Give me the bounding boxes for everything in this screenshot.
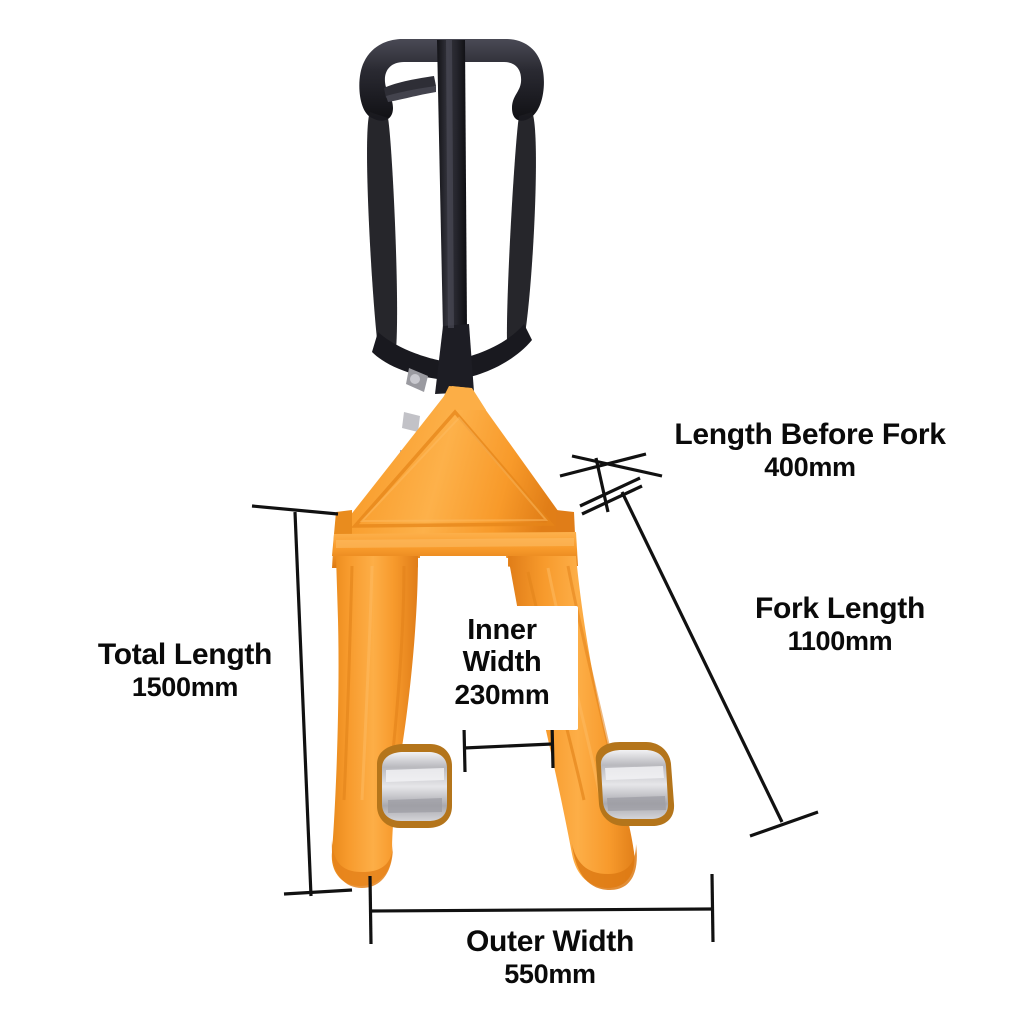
total-length-cap-top (251, 504, 339, 516)
dimension-line-length-before-fork (559, 452, 647, 516)
truck-body (332, 386, 578, 568)
tiller-shaft (400, 40, 474, 524)
fork-length-cap-top (571, 454, 663, 478)
body-triangle (336, 386, 572, 556)
label-outer-width: Outer Width 550mm (380, 925, 720, 989)
truck-graphic (331, 39, 675, 890)
inner-width-value: 230mm (454, 678, 550, 710)
fork-left-tip-shadow (331, 840, 394, 888)
pivot-bolt-head (410, 374, 420, 384)
shaft-collar (435, 324, 474, 394)
inner-width-label-backing (428, 606, 578, 730)
tiller-left-lower-bar (372, 332, 452, 380)
inner-width-cap-left (462, 725, 467, 773)
fork-length-line (620, 491, 784, 823)
tiller-left-arm (367, 112, 398, 360)
shaft-highlight (446, 40, 454, 328)
dimension-line-fork-length (571, 454, 819, 838)
label-length-before-fork: Length Before Fork 400mm (640, 418, 980, 482)
fork-length-value: 1100mm (787, 625, 893, 656)
dimension-line-outer-width (368, 873, 715, 945)
fork-left-body (331, 556, 418, 886)
outer-width-name: Outer Width (465, 925, 635, 958)
fork-left-rib-2 (360, 565, 374, 801)
total-length-value: 1500mm (131, 671, 239, 702)
fork-right-roller-shine (605, 766, 664, 780)
label-fork-length: Fork Length 1100mm (690, 592, 990, 656)
length-before-fork-cap-bottom-a (581, 484, 643, 516)
inner-width-line (463, 742, 553, 750)
control-lever-highlight (386, 86, 436, 102)
length-before-fork-cap-bottom-b (579, 476, 641, 508)
total-length-line (293, 511, 313, 897)
length-before-fork-cap-top (559, 452, 647, 478)
fork-length-cap-bottom (749, 810, 819, 838)
body-engraved-triangle (351, 409, 555, 528)
body-apex-cap (437, 386, 486, 410)
tiller-handle (359, 39, 544, 380)
fork-left-roller-shadow (388, 798, 442, 813)
fork-length-name: Fork Length (754, 592, 926, 625)
fork-left-rib-1 (342, 565, 354, 801)
outer-width-cap-right (710, 873, 715, 943)
outer-width-value: 550mm (504, 958, 596, 989)
outer-width-line (369, 907, 713, 913)
fork-right-tip-shadow (572, 844, 637, 890)
body-engraved-triangle-highlight (359, 416, 549, 523)
total-length-cap-bottom (283, 888, 353, 896)
tiller-loop-upper (359, 39, 544, 121)
label-total-length: Total Length 1500mm (60, 638, 310, 702)
fork-left (331, 556, 452, 888)
hydraulic-fitting (402, 412, 420, 432)
tiller-right-arm (506, 112, 536, 353)
dimension-line-total-length (251, 504, 353, 897)
length-before-fork-value: 400mm (764, 451, 856, 482)
cross-beam-highlight (336, 538, 574, 548)
total-length-name: Total Length (97, 638, 273, 671)
outer-width-cap-left (368, 875, 373, 945)
inner-width-name-line-2: Width (462, 646, 542, 679)
control-lever (384, 76, 436, 98)
inner-width-name-line-1: Inner (467, 614, 537, 646)
label-inner-width: Inner Width 230mm (432, 614, 572, 710)
dimension-annotations (251, 452, 819, 945)
fork-right-roller-shadow (607, 796, 666, 811)
length-before-fork-name: Length Before Fork (674, 418, 946, 451)
fork-left-roller-shine (386, 768, 444, 782)
